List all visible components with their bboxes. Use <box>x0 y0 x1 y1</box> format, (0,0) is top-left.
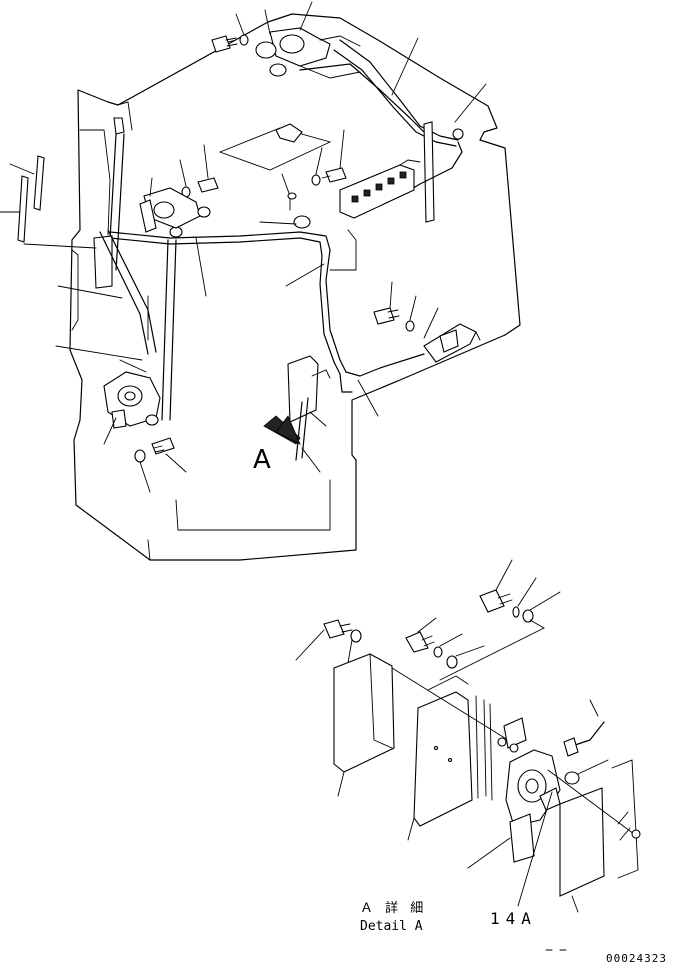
bolt-washer-group-center <box>311 129 347 186</box>
right-bolt-washer <box>373 281 439 339</box>
drawing-number: 00024323 <box>606 952 667 965</box>
detail-cover <box>333 653 395 797</box>
left-lower-motor <box>103 359 161 445</box>
wiper-cable <box>109 215 425 417</box>
detail-motor-leader <box>517 791 553 907</box>
part-reference: 14A <box>490 909 537 928</box>
left-motor <box>139 177 211 233</box>
left-bolt-washer <box>134 437 187 493</box>
roof-bolt <box>211 9 271 53</box>
detail-hose-nozzle <box>563 699 609 785</box>
detail-bracket-plate <box>407 675 493 841</box>
center-panel <box>287 355 331 473</box>
detail-bolts <box>295 559 561 681</box>
relay-box <box>339 159 421 219</box>
center-plate <box>218 123 332 211</box>
roof-wiper-motor <box>255 1 361 79</box>
bolt-washer-group-left <box>179 144 219 198</box>
detail-linkage <box>391 667 527 753</box>
detail-caption-en: Detail A <box>360 919 423 934</box>
detail-glass <box>547 759 641 913</box>
detail-caption-jp: Ａ 詳 細 <box>360 900 427 916</box>
right-wiper-pivot <box>423 323 481 363</box>
view-arrow <box>263 415 301 445</box>
detail-wiper-motor <box>467 749 561 869</box>
left-leaders <box>0 155 143 361</box>
left-wiper-arm <box>93 117 177 421</box>
cab-body <box>69 13 521 561</box>
view-letter: A <box>253 445 271 475</box>
roof-hoses <box>299 37 487 223</box>
